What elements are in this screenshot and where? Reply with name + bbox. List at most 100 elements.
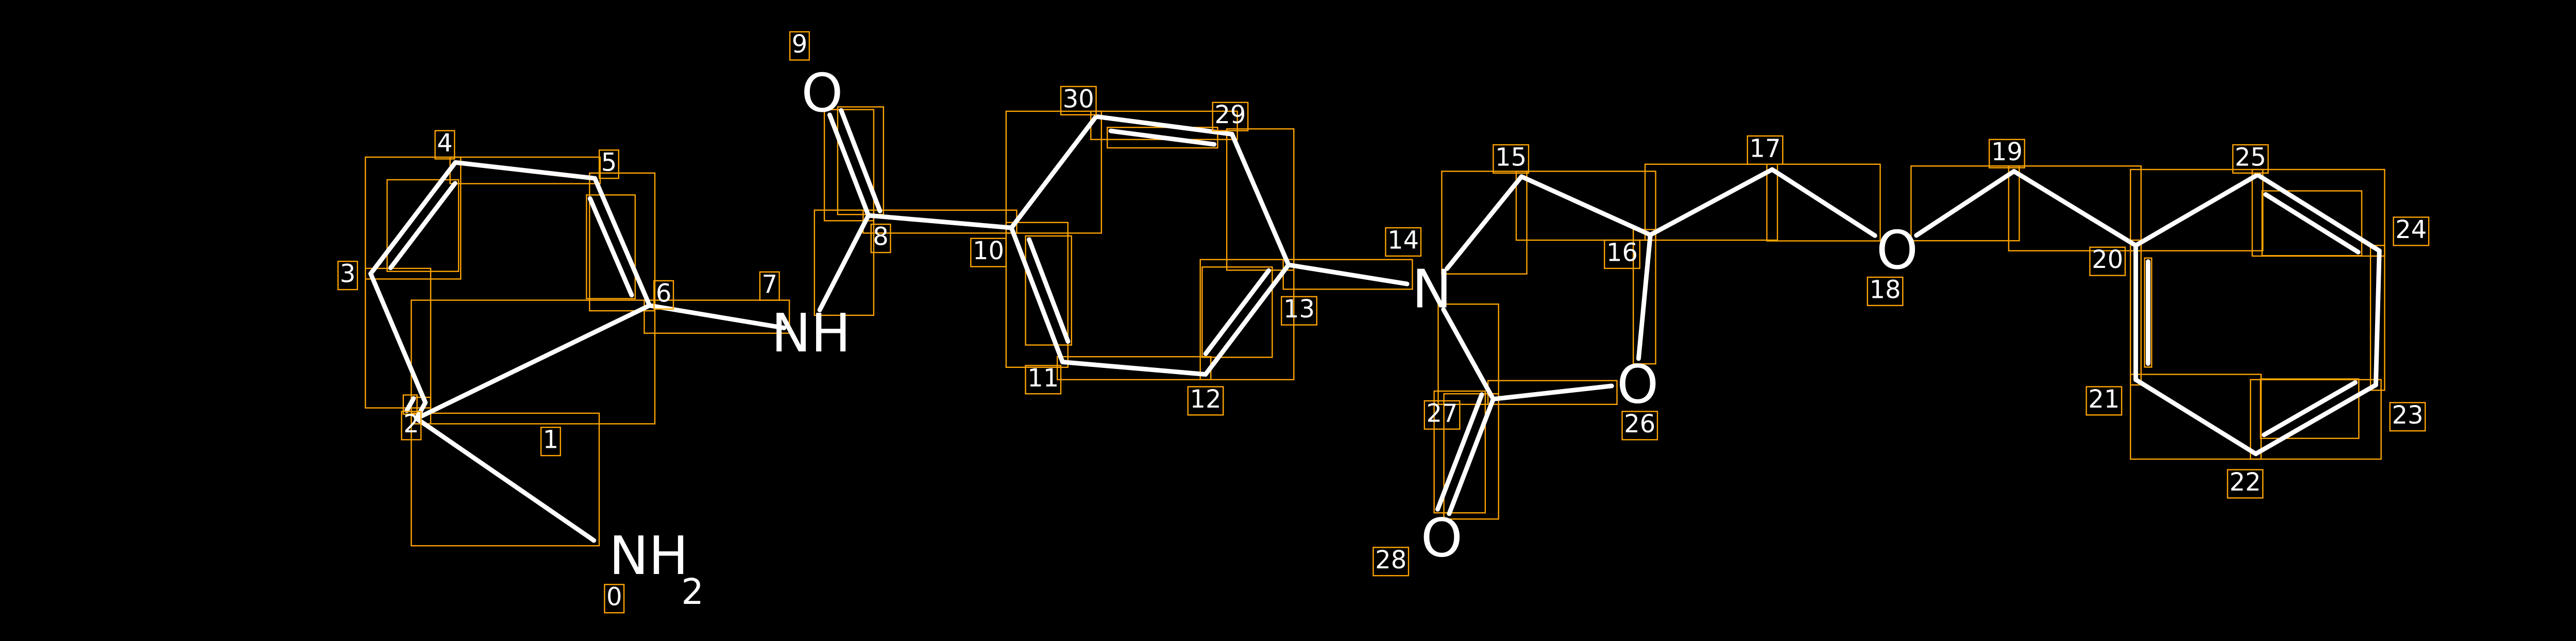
atom-index-16: 16 (1606, 238, 1638, 267)
atom-index-12: 12 (1190, 385, 1221, 414)
bond-box (1441, 171, 1528, 275)
bond-box (1199, 259, 1295, 381)
atom-index-box (1187, 386, 1224, 416)
atom-index-29: 29 (1214, 100, 1246, 129)
atom-index-10: 10 (973, 237, 1004, 265)
bond-line (1770, 167, 1877, 238)
bond-line (1009, 114, 1099, 230)
bond-line (1490, 383, 1614, 401)
bond-line (1286, 262, 1410, 286)
double-bond-line (1203, 268, 1272, 356)
atom-index-25: 25 (2235, 143, 2266, 172)
double-bond-line (1026, 237, 1071, 344)
atom-index-box (1747, 135, 1784, 165)
atom-index-box (337, 260, 358, 291)
atom-index-18: 18 (1869, 275, 1901, 304)
atom-index-11: 11 (1027, 364, 1059, 393)
atom-index-box (2089, 246, 2126, 276)
atom-index-box (540, 427, 561, 457)
atom-index-box (1988, 139, 2025, 168)
bond-box (402, 394, 418, 415)
atom-symbol-18: O (1876, 220, 1918, 281)
atom-index-6: 6 (656, 279, 672, 308)
bond-box (2369, 245, 2385, 391)
atom-symbol-26: O (1617, 354, 1658, 415)
atom-index-27: 27 (1427, 399, 1458, 428)
bond-box (814, 209, 875, 316)
bond-box (1005, 222, 1069, 368)
atom-index-box (434, 130, 455, 160)
atom-index-8: 8 (873, 223, 889, 251)
bond-line (2253, 382, 2378, 457)
bond-line (2011, 168, 2138, 248)
bond-box (823, 109, 875, 222)
atom-index-30: 30 (1063, 85, 1094, 113)
atom-index-box (2393, 216, 2430, 246)
atom-index-20: 20 (2092, 245, 2123, 274)
double-bond-line (2263, 192, 2361, 255)
bond-box (1433, 390, 1486, 514)
bond-line (414, 416, 597, 543)
atom-index-13: 13 (1283, 295, 1315, 324)
bond-box (1005, 110, 1103, 234)
atom-index-box (2227, 469, 2264, 499)
bond-line (1229, 131, 1291, 267)
atom-index-box (870, 224, 891, 254)
atom-index-7: 7 (761, 270, 777, 299)
double-bond-line (839, 108, 883, 213)
atom-index-box (1423, 400, 1461, 430)
bond-box (2008, 165, 2142, 251)
bond-line (827, 112, 871, 218)
atom-index-23: 23 (2392, 401, 2424, 430)
bond-box (2261, 190, 2363, 257)
atom-index-1: 1 (543, 426, 559, 454)
double-bond-line (1435, 392, 1484, 512)
bond-box (1910, 165, 2020, 242)
atom-index-19: 19 (1991, 138, 2023, 166)
atom-index-box (1867, 276, 1904, 307)
bond-box (1201, 266, 1273, 358)
atom-index-box (1385, 227, 1422, 257)
atom-index-24: 24 (2395, 215, 2427, 244)
atom-symbol-9: O (801, 63, 843, 124)
double-bond-line (587, 196, 634, 298)
atom-index-box (2389, 402, 2426, 432)
bond-box (1515, 171, 1656, 241)
bond-box (364, 267, 432, 409)
bond-line (1060, 360, 1208, 377)
atom-index-box (2086, 386, 2123, 416)
bond-box (2249, 379, 2382, 460)
atom-symbol-0: NH (609, 526, 688, 587)
bond-line (2373, 248, 2382, 387)
bond-line (817, 213, 871, 313)
atom-index-15: 15 (1495, 143, 1527, 172)
atom-index-box (653, 280, 674, 310)
atom-index-box (1281, 296, 1318, 326)
bond-line (453, 160, 598, 181)
bond-line (866, 213, 1014, 230)
atom-index-26: 26 (1624, 410, 1655, 438)
bond-line (2133, 172, 2260, 248)
bond-line (1519, 174, 1653, 238)
bond-line (1203, 262, 1291, 377)
bond-line (368, 271, 428, 405)
bond-line (2255, 172, 2382, 254)
bond-box (411, 299, 656, 425)
atom-index-box (1372, 547, 1410, 577)
atom-index-17: 17 (1750, 134, 1781, 163)
atom-index-box (1604, 239, 1640, 269)
bonds (368, 108, 2382, 543)
bond-line (1009, 225, 1065, 364)
atom-index-box (401, 411, 422, 441)
bond-box (2260, 378, 2360, 439)
bond-box (386, 179, 460, 272)
atom-index-box (604, 584, 625, 614)
bond-line (414, 303, 652, 421)
bond-box (2144, 257, 2153, 368)
bond-box (643, 299, 790, 334)
double-bond-line (1108, 128, 1217, 147)
bond-box (1437, 303, 1499, 405)
double-bond-line (2262, 380, 2358, 437)
